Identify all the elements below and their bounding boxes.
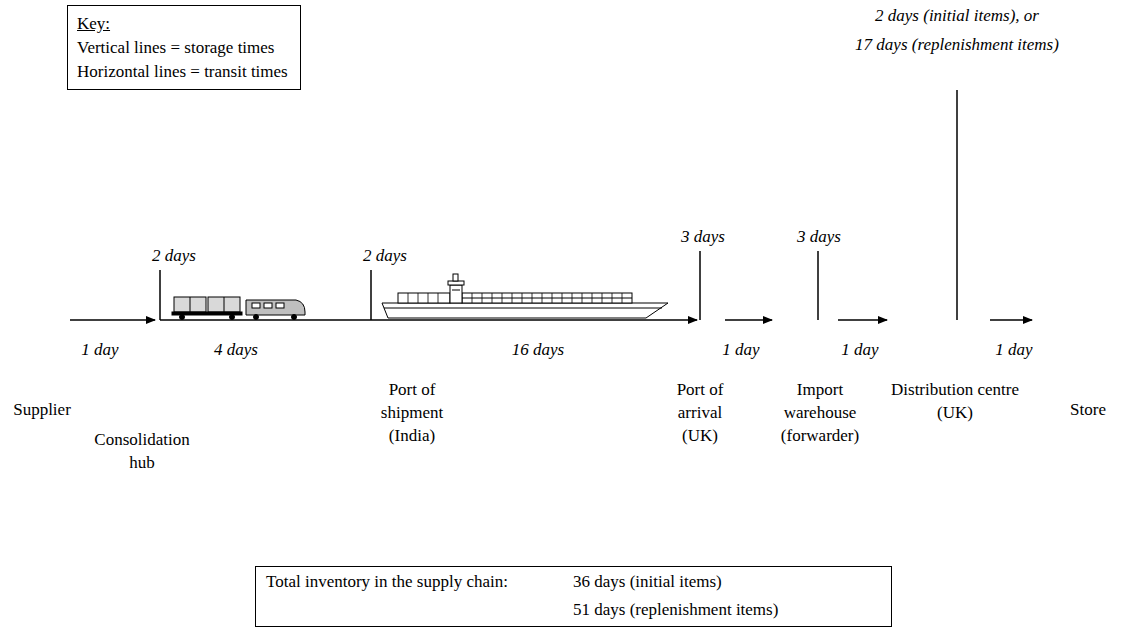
box-text: 36 days (initial items) [573, 571, 722, 593]
stage-label: Supplier [13, 398, 71, 421]
duration-label: 2 days [363, 244, 407, 267]
stage-label: Port of arrival (UK) [662, 378, 738, 447]
duration-label: 3 days [681, 225, 725, 248]
stage-label: Port of shipment (India) [372, 378, 452, 447]
box-text: 51 days (replenishment items) [573, 599, 778, 621]
text-box: Total inventory in the supply chain: 36 d… [255, 566, 892, 627]
duration-label: 2 days [152, 244, 196, 267]
transit-arrows [70, 319, 1032, 321]
stage-label: Distribution centre (UK) [879, 378, 1031, 424]
duration-label: 16 days [512, 338, 564, 361]
train-icon [172, 297, 305, 320]
duration-label: 2 days (initial items), or [875, 4, 1039, 27]
duration-label: 1 day [841, 338, 878, 361]
ship-icon [382, 274, 668, 318]
text-box: Key:Vertical lines = storage timesHorizo… [67, 5, 301, 90]
stage-label: Import warehouse (forwarder) [775, 378, 865, 447]
duration-label: 1 day [722, 338, 759, 361]
box-heading: Total inventory in the supply chain: [266, 571, 508, 593]
box-text: Vertical lines = storage times [77, 37, 274, 59]
duration-label: 17 days (replenishment items) [855, 33, 1059, 56]
box-text: Horizontal lines = transit times [77, 61, 288, 83]
duration-label: 4 days [214, 338, 258, 361]
box-heading: Key: [77, 13, 110, 35]
duration-label: 1 day [81, 338, 118, 361]
duration-label: 3 days [797, 225, 841, 248]
stage-label: Consolidation hub [86, 428, 198, 474]
duration-label: 1 day [995, 338, 1032, 361]
storage-lines [160, 90, 957, 320]
stage-label: Store [1070, 398, 1106, 421]
